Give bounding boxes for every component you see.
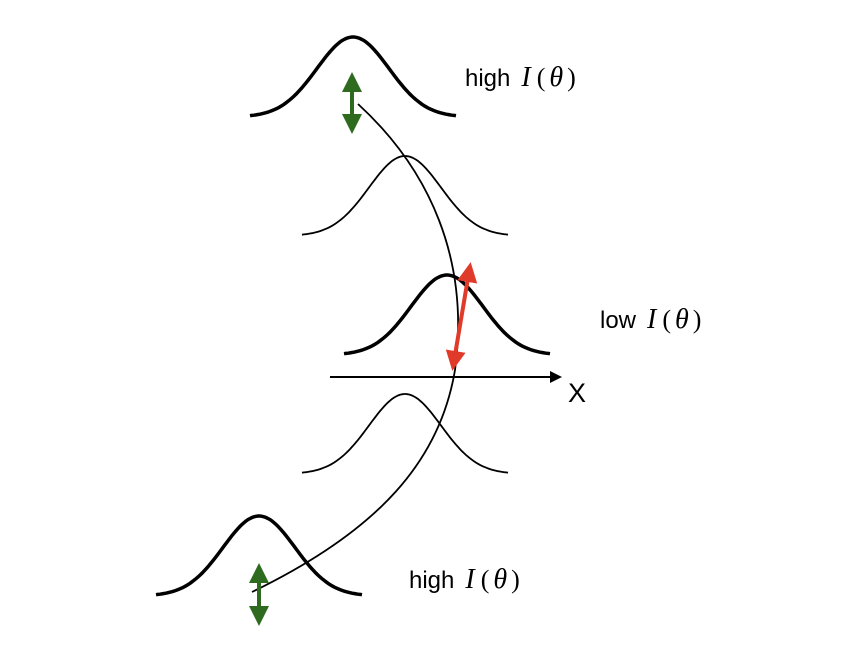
label-top-close: ) (567, 63, 576, 92)
label-top-arg: θ (549, 62, 563, 93)
label-top: high I ( θ ) (465, 62, 576, 93)
label-bottom-symbol: I (464, 564, 476, 595)
label-bottom-arg: θ (493, 564, 507, 595)
low-info-arrow (445, 262, 478, 371)
bell-curve-upper (301, 155, 509, 236)
x-axis-label: X (568, 378, 586, 408)
label-top-open: ( (537, 63, 546, 92)
bell-curve-bottom (155, 514, 363, 597)
label-middle-symbol: I (646, 304, 658, 335)
label-bottom-word: high (409, 567, 454, 594)
label-middle-open: ( (662, 305, 671, 334)
label-middle-close: ) (693, 305, 702, 334)
label-top-word: high (465, 65, 510, 92)
label-middle-word: low (600, 307, 637, 334)
bell-curve-middle (343, 273, 551, 356)
bell-curve-lower (301, 393, 509, 474)
label-middle: low I ( θ ) (600, 304, 701, 335)
label-bottom: high I ( θ ) (409, 564, 520, 595)
label-bottom-close: ) (511, 565, 520, 594)
label-bottom-open: ( (481, 565, 490, 594)
bell-curve-top (249, 35, 457, 118)
peak-trajectory-line (251, 103, 459, 593)
label-middle-arg: θ (675, 304, 689, 335)
label-top-symbol: I (520, 62, 532, 93)
